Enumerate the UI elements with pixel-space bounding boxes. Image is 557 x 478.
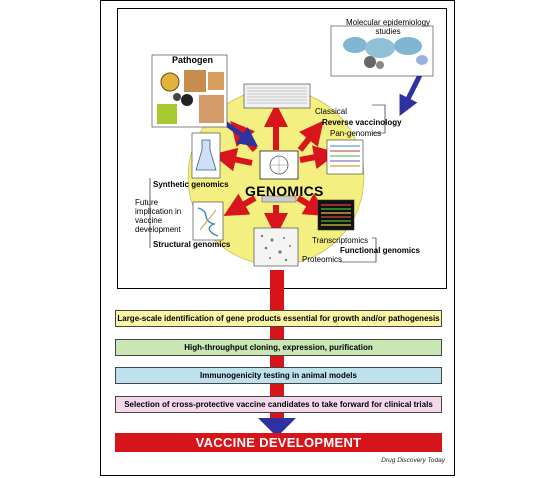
label-reverse-vaccinology: Reverse vaccinology	[322, 118, 402, 127]
pan-genomics-image	[326, 139, 364, 175]
arrow-epidemiology-to-reverse	[399, 73, 423, 116]
computer-image	[259, 150, 299, 203]
arrow-to-structural	[223, 193, 257, 216]
step-immunogenicity: Immunogenicity testing in animal models	[115, 367, 442, 384]
arrow-to-pan-genomics	[299, 145, 338, 170]
label-structural-genomics: Structural genomics	[153, 240, 231, 249]
step-cloning: High-throughput cloning, expression, pur…	[115, 339, 442, 356]
arrow-to-transcriptomics	[296, 193, 329, 217]
source-credit: Drug Discovery Today	[381, 457, 445, 464]
transcriptomics-array-image	[317, 199, 355, 231]
functional-bracket	[340, 237, 377, 263]
label-pathogen: Pathogen	[172, 55, 214, 65]
label-pan-genomics: Pan-genomics	[330, 129, 382, 138]
arrow-to-vaccine	[258, 418, 296, 437]
vaccine-development-bar: VACCINE DEVELOPMENT	[115, 433, 442, 452]
step-selection: Selection of cross-protective vaccine ca…	[115, 396, 442, 413]
label-proteomics: Proteomics	[302, 255, 343, 264]
reverse-bracket	[372, 104, 386, 134]
classical-sequence-image	[243, 83, 311, 109]
label-genomics: GENOMICS	[245, 183, 324, 199]
proteomics-gel-image	[253, 227, 299, 267]
label-transcriptomics: Transcriptomics	[312, 236, 369, 245]
arrow-to-synthetic	[212, 147, 253, 172]
label-functional-genomics: Functional genomics	[340, 246, 421, 255]
label-classical: Classical	[315, 107, 348, 116]
arrow-to-top-right	[297, 120, 324, 152]
pathogen-image	[151, 54, 228, 128]
structural-protein-image	[192, 201, 224, 241]
step-identification: Large-scale identification of gene produ…	[115, 310, 442, 327]
label-synthetic-genomics: Synthetic genomics	[153, 180, 229, 189]
synthetic-flask-image	[191, 132, 221, 179]
label-molecular-epidemiology: Molecular epidemiology studies	[345, 18, 431, 36]
label-future-implication: Future implication in vaccine developmen…	[135, 198, 182, 234]
epidemiology-map-image	[330, 25, 434, 77]
